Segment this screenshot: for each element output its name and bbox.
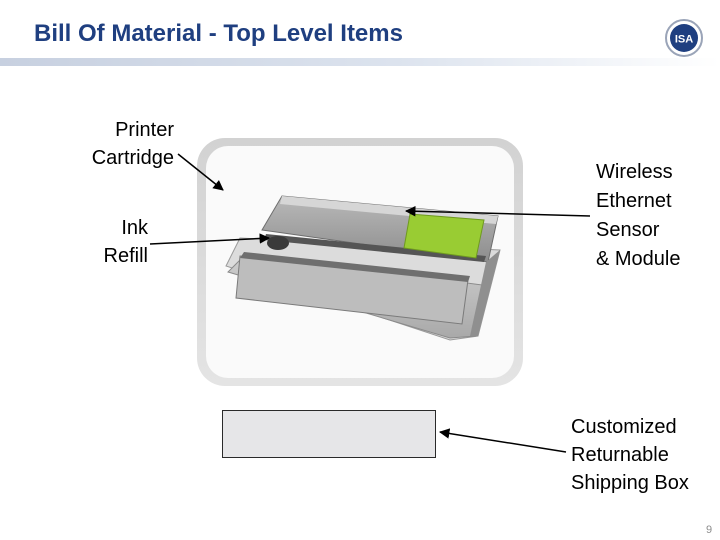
callout-line: Printer [40, 116, 174, 144]
callout-line: Sensor [596, 216, 681, 245]
callout-line: Ethernet [596, 187, 681, 216]
callout-line: Wireless [596, 158, 681, 187]
callout-line: & Module [596, 245, 681, 274]
callout-ink-refill: Ink Refill [60, 214, 148, 270]
callout-line: Returnable [571, 441, 689, 469]
callout-line: Cartridge [40, 144, 174, 172]
shipping-box-placeholder [222, 410, 436, 458]
callout-wireless-module: Wireless Ethernet Sensor & Module [596, 158, 681, 274]
callout-line: Customized [571, 413, 689, 441]
ink-refill-port [267, 236, 289, 250]
callout-line: Shipping Box [571, 469, 689, 497]
callout-shipping-box: Customized Returnable Shipping Box [571, 413, 689, 497]
callout-printer-cartridge: Printer Cartridge [40, 116, 174, 172]
callout-line: Refill [60, 242, 148, 270]
page-number: 9 [706, 524, 712, 536]
callout-arrow-shipping-box [440, 432, 566, 452]
callout-line: Ink [60, 214, 148, 242]
printer-image [197, 138, 523, 386]
